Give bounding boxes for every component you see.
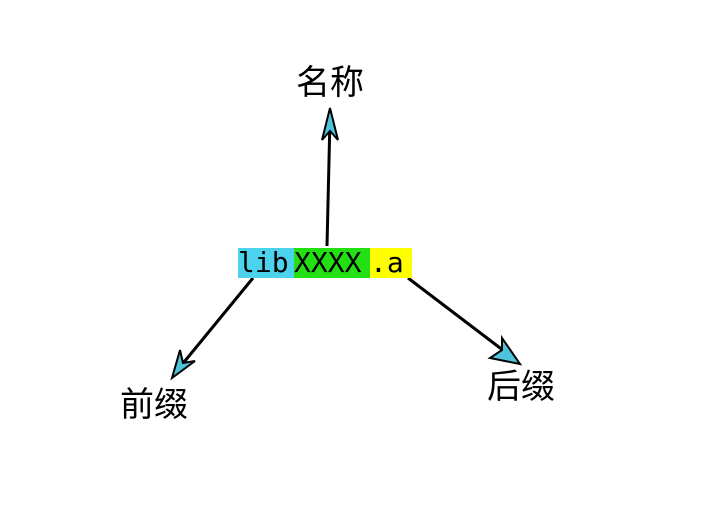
filename-prefix-segment: lib	[238, 248, 294, 278]
label-name: 名称	[296, 63, 364, 103]
arrowhead-suffix	[487, 334, 523, 366]
filename-suffix-segment: .a	[370, 248, 412, 278]
library-filename: lib XXXX .a	[238, 248, 412, 278]
arrowhead-prefix	[170, 349, 196, 381]
label-suffix: 后缀	[487, 367, 555, 407]
arrowhead-name	[321, 107, 339, 141]
filename-name-segment: XXXX	[294, 248, 370, 278]
label-prefix: 前缀	[120, 385, 188, 425]
arrow-to-name	[321, 107, 339, 247]
arrow-to-prefix	[170, 277, 255, 381]
arrow-to-suffix	[407, 276, 523, 366]
